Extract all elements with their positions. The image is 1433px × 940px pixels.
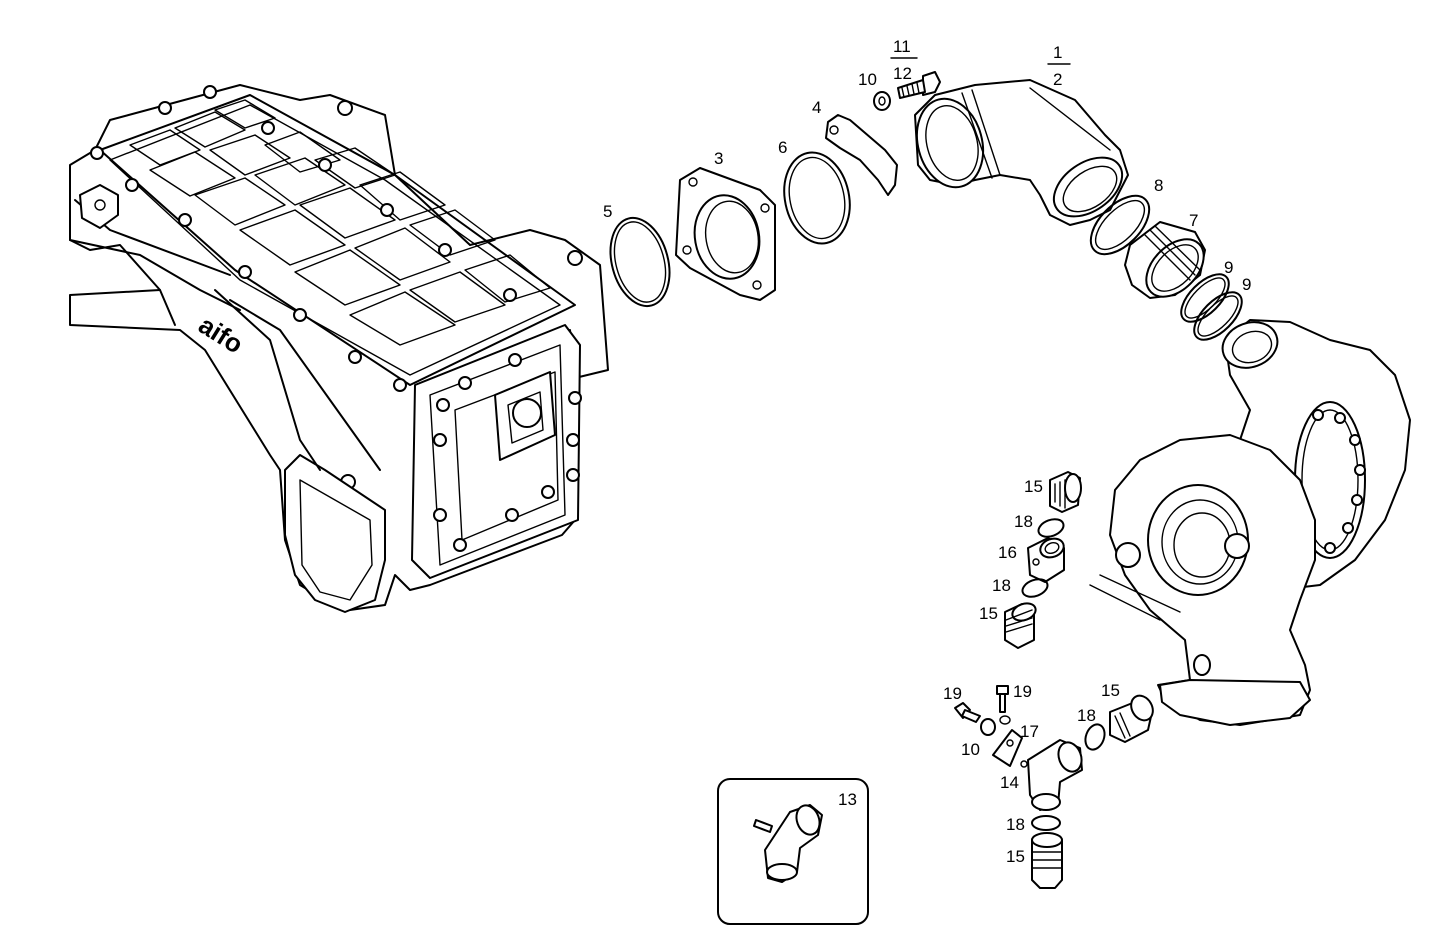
part-19-bolt-b bbox=[996, 685, 1009, 713]
callout-18-d: 18 bbox=[1006, 815, 1025, 834]
part-7-sleeve bbox=[1124, 221, 1206, 299]
part-10-washer-top bbox=[873, 91, 891, 111]
callout-14: 14 bbox=[1000, 773, 1019, 792]
inset-box-13 bbox=[717, 778, 869, 925]
part-5-gasket bbox=[609, 216, 671, 308]
callout-18-c: 18 bbox=[1077, 706, 1096, 725]
callout-fraction-bars bbox=[890, 57, 1071, 65]
part-18-oring-d bbox=[1031, 815, 1061, 831]
callout-4: 4 bbox=[812, 98, 821, 117]
part-15-fitting-b bbox=[1004, 602, 1037, 649]
callout-8: 8 bbox=[1154, 176, 1163, 195]
callout-18-a: 18 bbox=[1014, 512, 1033, 531]
manifold-bolts bbox=[90, 85, 583, 490]
exhaust-manifold: aifo bbox=[69, 84, 609, 613]
part-8-gasket bbox=[1089, 194, 1151, 256]
part-15-fitting-d bbox=[1031, 832, 1063, 889]
callout-3: 3 bbox=[714, 149, 723, 168]
callout-15-d: 15 bbox=[1006, 847, 1025, 866]
callout-10-bottom: 10 bbox=[961, 740, 980, 759]
callout-2: 2 bbox=[1053, 70, 1062, 89]
callout-16: 16 bbox=[998, 543, 1017, 562]
part-14-elbow bbox=[1020, 739, 1083, 811]
callout-13: 13 bbox=[838, 790, 857, 809]
callout-19-a: 19 bbox=[943, 684, 962, 703]
part-15-fitting-c bbox=[1109, 694, 1154, 743]
callout-10-top: 10 bbox=[858, 70, 877, 89]
part-17-bracket bbox=[992, 729, 1023, 767]
callout-17: 17 bbox=[1020, 722, 1039, 741]
turbocharger bbox=[1089, 319, 1411, 726]
callout-12: 12 bbox=[893, 64, 912, 83]
part-18-oring-a bbox=[1037, 518, 1065, 538]
callout-7: 7 bbox=[1189, 211, 1198, 230]
part-9-rings bbox=[1180, 273, 1243, 341]
part-4-bracket bbox=[825, 114, 898, 196]
callout-15-a: 15 bbox=[1024, 477, 1043, 496]
callout-19-b: 19 bbox=[1013, 682, 1032, 701]
callout-15-c: 15 bbox=[1101, 681, 1120, 700]
part-3-flange-plate bbox=[675, 167, 776, 301]
part-15-fitting-a bbox=[1049, 471, 1082, 513]
part-11-12-bolt bbox=[897, 71, 941, 99]
callout-5: 5 bbox=[603, 202, 612, 221]
part-18-oring-b bbox=[1021, 578, 1049, 598]
callout-6: 6 bbox=[778, 138, 787, 157]
part-16-sleeve bbox=[1027, 537, 1065, 583]
manifold-pockets bbox=[129, 99, 551, 346]
part-19-bolt-a bbox=[954, 702, 981, 723]
callout-18-b: 18 bbox=[992, 576, 1011, 595]
part-18-oring-c bbox=[1084, 723, 1106, 751]
callout-9-b: 9 bbox=[1242, 275, 1251, 294]
callout-11: 11 bbox=[893, 37, 911, 56]
manifold-end-flange bbox=[411, 324, 582, 579]
turbo-flange-bolts bbox=[1304, 409, 1366, 554]
part-10-washer-bottom bbox=[980, 715, 1011, 736]
callout-1: 1 bbox=[1053, 43, 1062, 62]
part-1-2-elbow-pipe bbox=[914, 79, 1129, 226]
callout-15-b: 15 bbox=[979, 604, 998, 623]
part-6-gasket bbox=[783, 151, 851, 245]
callout-9-a: 9 bbox=[1224, 258, 1233, 277]
callouts: 1 2 11 12 10 4 6 3 5 8 7 9 9 15 18 16 18… bbox=[603, 37, 1251, 866]
